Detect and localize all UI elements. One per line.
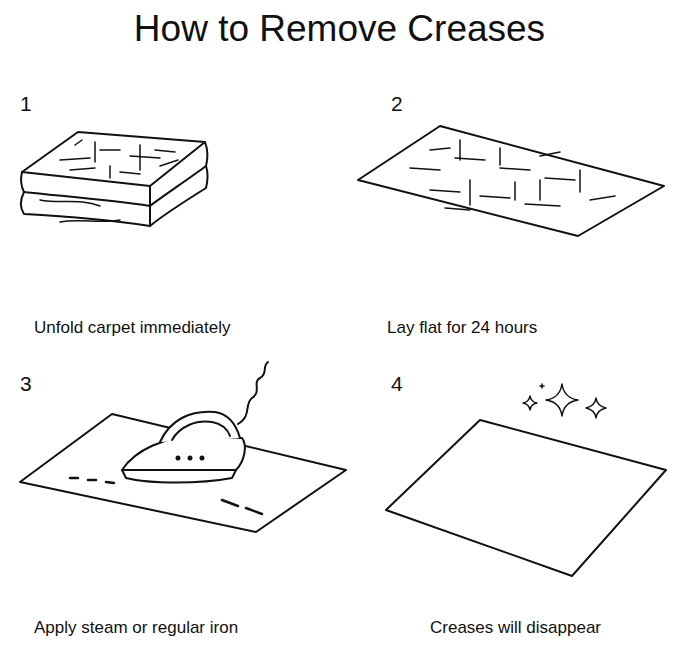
- folded-carpet: [21, 132, 208, 226]
- title: How to Remove Creases: [0, 8, 679, 50]
- step-caption: Creases will disappear: [430, 618, 601, 638]
- smooth-carpet: [386, 420, 666, 576]
- sparkles: [523, 384, 606, 418]
- step-caption: Unfold carpet immediately: [34, 318, 231, 338]
- step-number: 4: [391, 372, 403, 396]
- step-caption: Lay flat for 24 hours: [387, 318, 537, 338]
- step-number: 2: [391, 92, 403, 116]
- step-number: 3: [20, 372, 32, 396]
- step-number: 1: [20, 92, 32, 116]
- steam-iron: [122, 362, 268, 483]
- flat-carpet: [358, 126, 664, 236]
- step-caption: Apply steam or regular iron: [34, 618, 238, 638]
